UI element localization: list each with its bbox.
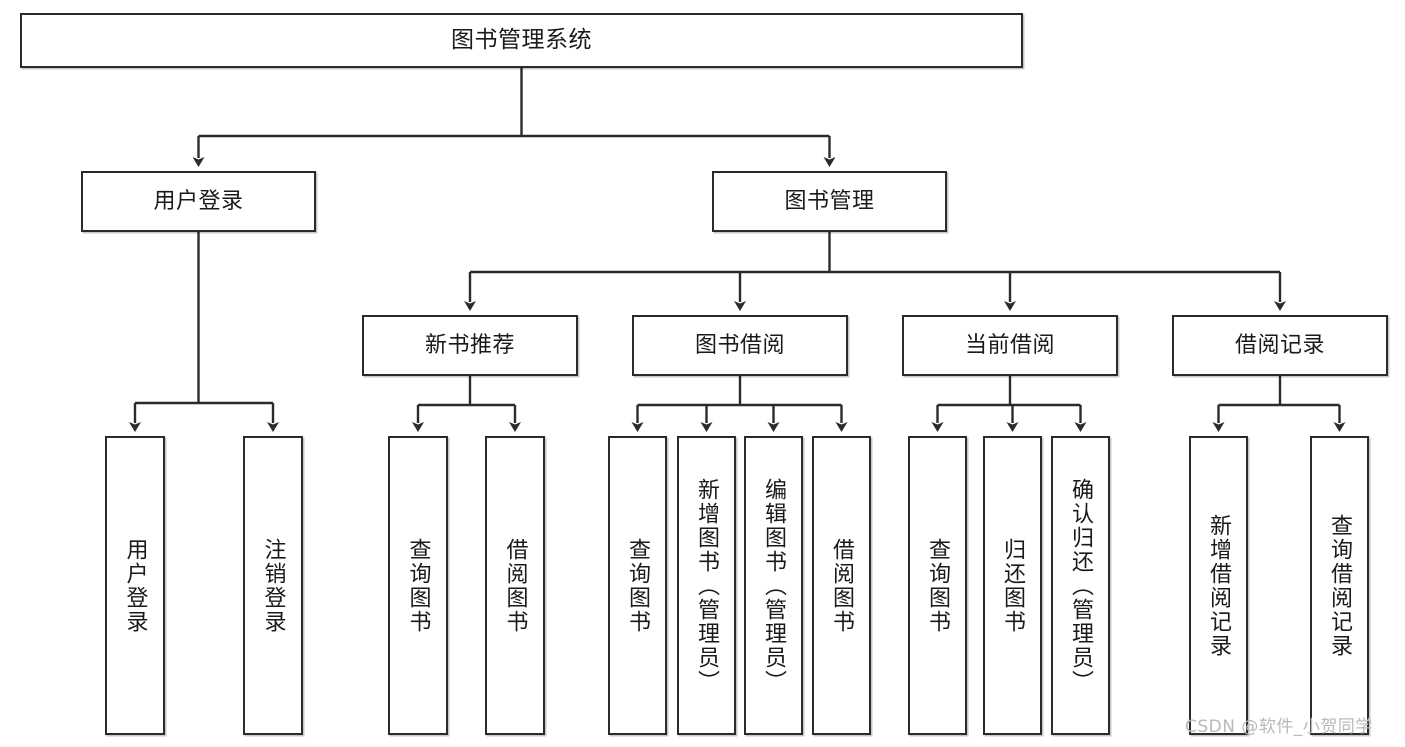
node-label: 用户登录 xyxy=(153,188,244,214)
edge-group-current-borrow xyxy=(931,376,1087,432)
edge-group-new-book-recommend xyxy=(412,376,521,432)
node-label: 图书管理系统 xyxy=(451,26,592,53)
node-leaf-query-book-borrow[interactable]: 查询图书 xyxy=(608,436,667,735)
edge-group-user-login xyxy=(129,232,279,432)
node-leaf-return-book[interactable]: 归还图书 xyxy=(983,436,1042,735)
node-label: 新书推荐 xyxy=(424,332,515,358)
node-leaf-user-login[interactable]: 用户登录 xyxy=(105,436,165,735)
node-leaf-add-borrow-record[interactable]: 新增借阅记录 xyxy=(1189,436,1248,735)
node-label: 图书借阅 xyxy=(694,332,785,358)
edge-group-book-borrow xyxy=(631,376,848,432)
node-label: 借阅记录 xyxy=(1234,332,1325,358)
node-label: 编辑图书（管理员） xyxy=(761,477,787,694)
node-current-borrow[interactable]: 当前借阅 xyxy=(902,315,1118,376)
edge-group-borrow-record xyxy=(1212,376,1346,432)
node-borrow-record[interactable]: 借阅记录 xyxy=(1172,315,1388,376)
node-leaf-borrow-book[interactable]: 借阅图书 xyxy=(812,436,871,735)
node-leaf-query-borrow-record[interactable]: 查询借阅记录 xyxy=(1310,436,1369,735)
node-label: 借阅图书 xyxy=(502,537,528,634)
node-label: 确认归还（管理员） xyxy=(1068,477,1094,694)
node-leaf-edit-book-admin[interactable]: 编辑图书（管理员） xyxy=(744,436,803,735)
node-label: 借阅图书 xyxy=(829,537,855,634)
node-book-management[interactable]: 图书管理 xyxy=(712,171,947,232)
node-label: 新增图书（管理员） xyxy=(694,477,720,694)
node-user-login[interactable]: 用户登录 xyxy=(81,171,316,232)
node-leaf-query-book-current[interactable]: 查询图书 xyxy=(908,436,967,735)
node-label: 归还图书 xyxy=(1000,537,1026,634)
node-label: 图书管理 xyxy=(784,188,875,214)
node-book-borrow[interactable]: 图书借阅 xyxy=(632,315,848,376)
node-label: 注销登录 xyxy=(260,537,286,634)
node-new-book-recommend[interactable]: 新书推荐 xyxy=(362,315,578,376)
node-leaf-add-book-admin[interactable]: 新增图书（管理员） xyxy=(677,436,736,735)
node-label: 新增借阅记录 xyxy=(1206,513,1232,658)
edge-group-book-management xyxy=(464,232,1286,311)
edge-group-root xyxy=(192,68,836,167)
node-leaf-borrow-book-recommend[interactable]: 借阅图书 xyxy=(485,436,545,735)
node-root-system[interactable]: 图书管理系统 xyxy=(20,13,1023,68)
node-label: 当前借阅 xyxy=(964,332,1055,358)
node-label: 查询图书 xyxy=(625,537,651,634)
node-label: 用户登录 xyxy=(122,537,148,634)
node-leaf-confirm-return-admin[interactable]: 确认归还（管理员） xyxy=(1051,436,1110,735)
node-label: 查询图书 xyxy=(405,537,431,634)
watermark-text: CSDN @软件_小贺同学 xyxy=(1185,717,1373,737)
node-leaf-logout[interactable]: 注销登录 xyxy=(243,436,303,735)
node-leaf-query-book-recommend[interactable]: 查询图书 xyxy=(388,436,448,735)
node-label: 查询图书 xyxy=(925,537,951,634)
node-label: 查询借阅记录 xyxy=(1327,513,1353,658)
